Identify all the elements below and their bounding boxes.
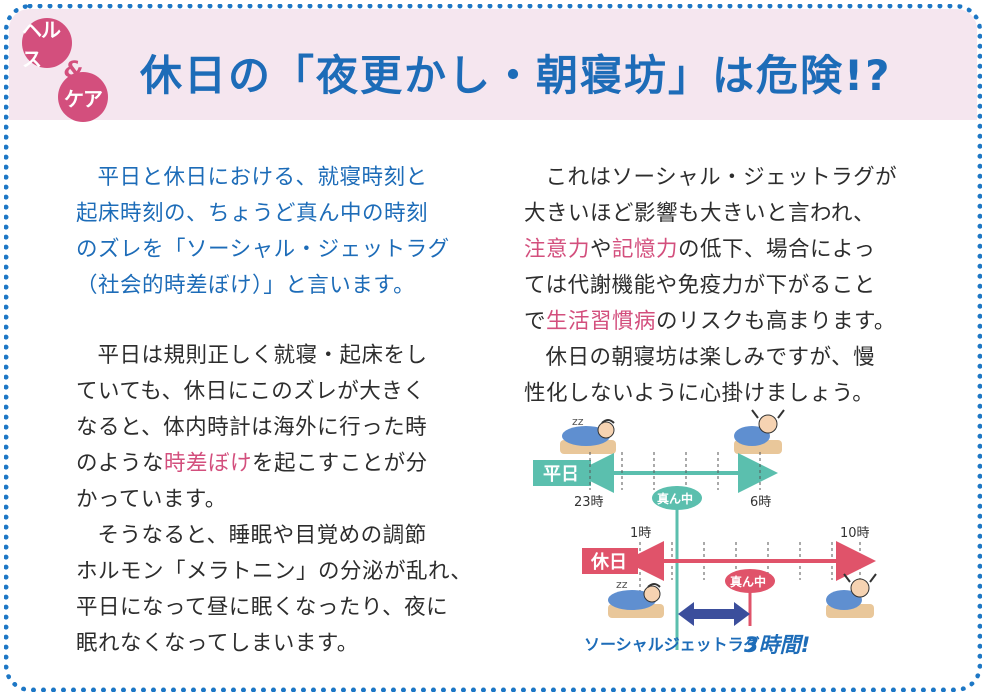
intro-line-2: 起床時刻の、ちょうど真ん中の時刻	[76, 201, 429, 226]
p2-line-5: かっています。	[76, 487, 227, 512]
weekday-start-time: 23時	[574, 495, 604, 510]
p3-line-4: 眠れなくなってしまいます。	[76, 631, 359, 656]
holiday-start-time: 1時	[630, 526, 651, 541]
page-title: 休日の「夜更かし・朝寝坊」は危険!?	[140, 51, 892, 100]
intro-line-4: （社会的時差ぼけ）」と言います。	[76, 273, 416, 298]
r-line-5: で生活習慣病のリスクも高まります。	[524, 304, 944, 340]
holiday-waking-figure-icon	[826, 573, 877, 618]
r-line-7: 性化しないように心掛けましょう。	[524, 381, 875, 406]
r-line-6: 休日の朝寝坊は楽しみですが、慢	[545, 345, 876, 370]
holiday-midpoint-badge	[725, 569, 775, 593]
diagram-caption: ソーシャルジェットラグ	[584, 635, 760, 654]
holiday-sleeping-figure-icon	[608, 583, 664, 618]
weekday-midpoint-label: 真ん中	[657, 491, 693, 506]
highlight-jetlag: 時差ぼけ	[164, 451, 253, 476]
r-l3-mid: や	[590, 237, 613, 262]
r-line-3: 注意力や記憶力の低下、場合によっ	[524, 232, 944, 268]
diagram-caption-value: 3時間!	[744, 633, 810, 657]
intro-line-1: 平日と休日における、就寝時刻と	[97, 165, 428, 190]
p2-line-3: なると、体内時計は海外に行った時	[76, 415, 428, 440]
jetlag-gap-arrow	[678, 602, 750, 626]
p2-line-2: ていても、休日にこのズレが大きく	[76, 379, 426, 404]
right-paragraph: これはソーシャル・ジェットラグが 大きいほど影響も大きいと言われ、 注意力や記憶…	[524, 160, 944, 412]
holiday-zzz-text: zz	[616, 578, 628, 591]
weekday-label: 平日	[543, 464, 579, 485]
p2-l4-post: を起こすことが分	[252, 451, 428, 476]
intro-line-3: のズレを「ソーシャル・ジェットラグ	[76, 237, 450, 262]
badge-care: ケア	[58, 72, 108, 122]
p2-l4-pre: のような	[76, 451, 165, 476]
r-line-2: 大きいほど影響も大きいと言われ、	[524, 201, 876, 226]
holiday-midpoint-label: 真ん中	[730, 574, 766, 589]
r-line-1: これはソーシャル・ジェットラグが	[545, 165, 898, 190]
r-line-4: ては代謝機能や免疫力が下がること	[524, 273, 876, 298]
body-paragraph-2: 平日は規則正しく就寝・起床をし ていても、休日にこのズレが大きく なると、体内時…	[76, 338, 496, 662]
r-l3-post: の低下、場合によっ	[678, 237, 876, 262]
intro-paragraph: 平日と休日における、就寝時刻と 起床時刻の、ちょうど真ん中の時刻 のズレを「ソー…	[76, 160, 496, 304]
highlight-lifestyle-disease: 生活習慣病	[546, 309, 657, 334]
zzz-text: zz	[572, 415, 584, 428]
r-l5-post: のリスクも高まります。	[656, 309, 896, 334]
p3-line-2: ホルモン「メラトニン」の分泌が乱れ、	[76, 559, 473, 584]
holiday-label: 休日	[590, 551, 627, 573]
holiday-end-time: 10時	[840, 526, 870, 541]
p3-line-1: そうなると、睡眠や目覚めの調節	[97, 523, 427, 548]
p2-line-1: 平日は規則正しく就寝・起床をし	[97, 343, 428, 368]
p3-line-3: 平日になって昼に眠くなったり、夜に	[76, 595, 449, 620]
waking-figure-icon	[734, 409, 785, 454]
highlight-memory: 記憶力	[612, 237, 679, 262]
dotted-border-frame	[4, 4, 982, 692]
header-band	[9, 9, 977, 120]
weekday-end-time: 6時	[750, 495, 771, 510]
sleeping-figure-icon	[560, 419, 616, 454]
p2-line-4: のような時差ぼけを起こすことが分	[76, 446, 496, 482]
badge-health: ヘルス	[22, 18, 72, 71]
r-l5-pre: で	[524, 309, 547, 334]
weekday-midpoint-badge	[652, 486, 702, 510]
highlight-attention: 注意力	[524, 237, 591, 262]
